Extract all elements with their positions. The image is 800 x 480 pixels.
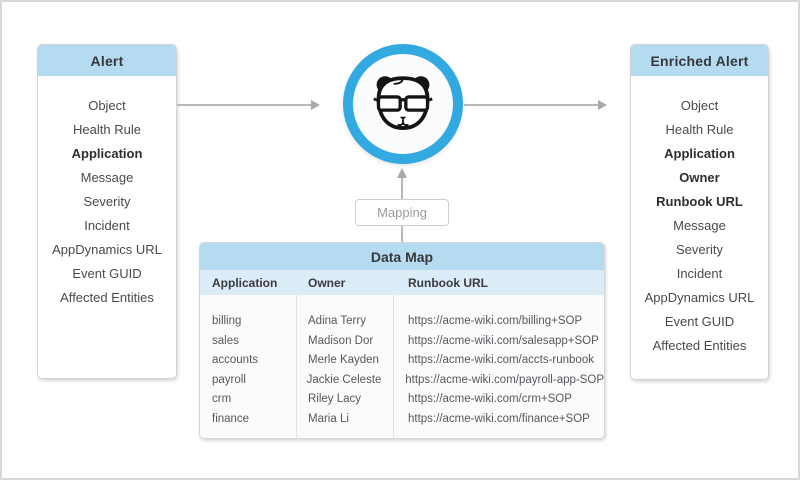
alert-field: Affected Entities (60, 290, 154, 305)
data-map-card: Data Map Application Owner Runbook URL b… (199, 242, 605, 439)
enriched-field: AppDynamics URL (644, 290, 755, 305)
column-header-owner: Owner (308, 275, 346, 290)
alert-card-title: Alert (38, 45, 176, 76)
enriched-field: Message (673, 218, 726, 233)
data-map-column-header: Application Owner Runbook URL (200, 270, 604, 295)
data-map-row: finance Maria Li https://acme-wiki.com/f… (200, 410, 604, 430)
alert-field: Application (71, 146, 143, 161)
enriched-field-list: Object Health Rule Application Owner Run… (631, 76, 768, 358)
enriched-field: Severity (676, 242, 723, 257)
enriched-field: Incident (676, 266, 723, 281)
data-map-row: sales Madison Dor https://acme-wiki.com/… (200, 332, 604, 352)
cell-application: sales (212, 334, 239, 347)
arrow-panda-to-enriched-head (598, 100, 607, 110)
alert-field: AppDynamics URL (52, 242, 162, 257)
arrow-mapping-to-panda-head (397, 168, 407, 178)
connector-mapping-lower (401, 226, 403, 242)
data-map-row: billing Adina Terry https://acme-wiki.co… (200, 312, 604, 332)
enriched-alert-card: Enriched Alert Object Health Rule Applic… (630, 44, 769, 380)
cell-runbook-url: https://acme-wiki.com/crm+SOP (408, 393, 572, 405)
connector-mapping-upper (401, 178, 403, 199)
enriched-field: Affected Entities (652, 338, 747, 353)
arrow-alert-to-panda-line (177, 104, 312, 106)
enriched-field: Owner (679, 170, 720, 185)
enriched-field: Runbook URL (656, 194, 743, 209)
arrow-panda-to-enriched-line (464, 104, 599, 106)
enriched-alert-card-title: Enriched Alert (631, 45, 768, 76)
alert-field: Severity (83, 194, 131, 209)
mapping-label: Mapping (355, 199, 449, 226)
cell-application: finance (212, 412, 250, 425)
enriched-field: Application (664, 146, 735, 161)
column-divider (393, 295, 394, 438)
alert-card: Alert Object Health Rule Application Mes… (37, 44, 177, 379)
data-map-title: Data Map (200, 243, 604, 270)
cell-application: billing (212, 315, 242, 327)
data-map-row: accounts Merle Kayden https://acme-wiki.… (200, 351, 604, 371)
column-divider (296, 295, 297, 438)
panda-icon (373, 75, 433, 130)
alert-field: Event GUID (72, 266, 142, 281)
bigpanda-circle (343, 44, 463, 164)
cell-application: payroll (212, 373, 246, 386)
alert-field: Incident (84, 218, 130, 233)
enriched-field: Event GUID (664, 314, 735, 329)
data-map-body: billing Adina Terry https://acme-wiki.co… (200, 295, 604, 438)
column-header-runbook-url: Runbook URL (408, 275, 488, 290)
arrow-alert-to-panda-head (311, 100, 320, 110)
cell-owner: Merle Kayden (308, 354, 379, 366)
cell-runbook-url: https://acme-wiki.com/billing+SOP (408, 315, 583, 327)
enriched-field: Object (680, 98, 719, 113)
alert-field: Message (80, 170, 134, 185)
cell-owner: Jackie Celeste (306, 373, 382, 386)
cell-owner: Riley Lacy (308, 393, 362, 405)
cell-runbook-url: https://acme-wiki.com/accts-runbook (408, 354, 594, 366)
alert-field-list: Object Health Rule Application Message S… (38, 76, 176, 310)
enriched-field: Health Rule (665, 122, 734, 137)
cell-owner: Madison Dor (308, 334, 374, 347)
alert-field: Health Rule (73, 122, 141, 137)
cell-runbook-url: https://acme-wiki.com/payroll-app-SOP (405, 373, 604, 386)
data-map-row: crm Riley Lacy https://acme-wiki.com/crm… (200, 390, 604, 410)
cell-application: accounts (212, 354, 259, 366)
cell-runbook-url: https://acme-wiki.com/salesapp+SOP (408, 334, 599, 347)
data-map-row: payroll Jackie Celeste https://acme-wiki… (200, 371, 604, 391)
cell-owner: Adina Terry (308, 315, 366, 327)
cell-runbook-url: https://acme-wiki.com/finance+SOP (408, 412, 590, 425)
cell-owner: Maria Li (308, 412, 349, 425)
column-header-application: Application (212, 275, 278, 290)
alert-field: Object (88, 98, 126, 113)
cell-application: crm (212, 393, 232, 405)
